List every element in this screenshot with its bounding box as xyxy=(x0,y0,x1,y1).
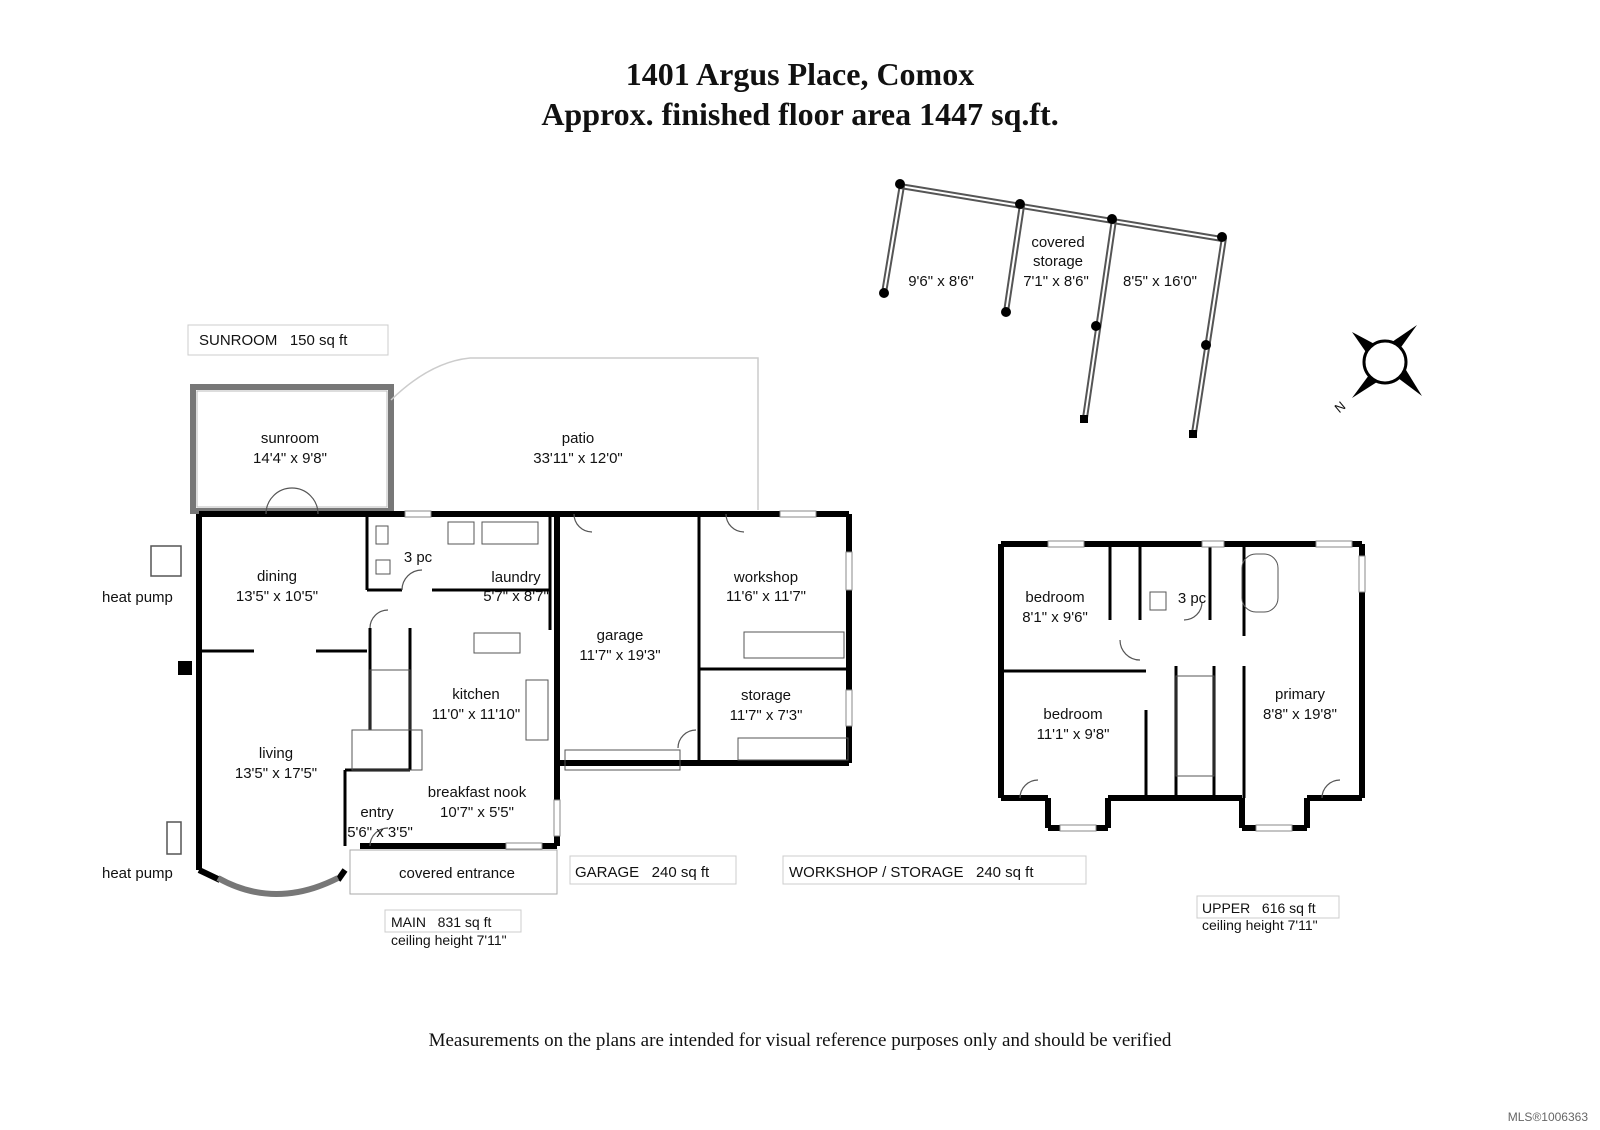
heat-pump-2-icon xyxy=(166,821,182,855)
area-title: Approx. finished floor area 1447 sq.ft. xyxy=(541,96,1059,132)
bedroom-2-dim: 11'1" x 9'8" xyxy=(1037,726,1110,743)
garage-dim: 11'7" x 19'3" xyxy=(579,647,660,664)
kitchen-label: kitchen xyxy=(452,686,500,703)
laundry-dim: 5'7" x 8'7" xyxy=(483,588,549,605)
primary-label: primary xyxy=(1275,686,1326,703)
covered-storage-name-2: storage xyxy=(1033,253,1083,270)
nook-label: breakfast nook xyxy=(428,784,527,801)
covered-entrance-label: covered entrance xyxy=(399,865,515,882)
entry-label: entry xyxy=(360,804,394,821)
covered-storage-name-1: covered xyxy=(1031,234,1084,251)
garage-summary: GARAGE 240 sq ft xyxy=(575,864,710,881)
bedroom-1-label: bedroom xyxy=(1025,589,1084,606)
chimney-icon xyxy=(178,661,192,675)
upper-floor xyxy=(998,540,1366,832)
covered-storage-dim-1: 9'6" x 8'6" xyxy=(908,273,974,290)
main-summary: MAIN 831 sq ft xyxy=(391,914,491,930)
upper-ceiling: ceiling height 7'11" xyxy=(1202,917,1318,933)
nook-dim: 10'7" x 5'5" xyxy=(440,804,514,821)
covered-storage-dim-2: 7'1" x 8'6" xyxy=(1023,273,1089,290)
patio-label: patio xyxy=(562,430,595,447)
kitchen-dim: 11'0" x 11'10" xyxy=(432,706,520,723)
living-label: living xyxy=(259,745,293,762)
main-bath-label: 3 pc xyxy=(404,549,433,566)
sunroom-summary: SUNROOM 150 sq ft xyxy=(199,332,348,349)
storage-dim: 11'7" x 7'3" xyxy=(730,707,803,724)
laundry-label: laundry xyxy=(491,569,541,586)
mls-number: MLS®1006363 xyxy=(1507,1110,1588,1124)
covered-storage-posts xyxy=(879,179,1227,438)
heat-pump-label-2: heat pump xyxy=(102,865,173,882)
storage-label: storage xyxy=(741,687,791,704)
heat-pump-1-icon xyxy=(150,545,182,577)
compass-north-label: N xyxy=(1332,398,1349,416)
covered-storage-dim-3: 8'5" x 16'0" xyxy=(1123,273,1197,290)
compass-icon xyxy=(1352,325,1422,398)
address-title: 1401 Argus Place, Comox xyxy=(625,56,975,92)
bedroom-1-dim: 8'1" x 9'6" xyxy=(1022,609,1088,626)
workshop-summary: WORKSHOP / STORAGE 240 sq ft xyxy=(789,864,1034,881)
covered-storage-structure xyxy=(881,183,1227,434)
living-dim: 13'5" x 17'5" xyxy=(235,765,317,782)
main-floor xyxy=(150,357,853,897)
sunroom-label: sunroom xyxy=(261,430,319,447)
workshop-label: workshop xyxy=(733,569,798,586)
dining-dim: 13'5" x 10'5" xyxy=(236,588,318,605)
upper-bath-label: 3 pc xyxy=(1178,590,1207,607)
disclaimer: Measurements on the plans are intended f… xyxy=(428,1030,1172,1051)
dining-label: dining xyxy=(257,568,297,585)
sunroom-dim: 14'4" x 9'8" xyxy=(253,450,327,467)
bedroom-2-label: bedroom xyxy=(1043,706,1102,723)
patio-dim: 33'11" x 12'0" xyxy=(533,450,623,467)
entry-dim: 5'6" x 3'5" xyxy=(347,824,413,841)
main-ceiling: ceiling height 7'11" xyxy=(391,932,507,948)
heat-pump-label-1: heat pump xyxy=(102,589,173,606)
garage-label: garage xyxy=(597,627,644,644)
primary-dim: 8'8" x 19'8" xyxy=(1263,706,1337,723)
workshop-dim: 11'6" x 11'7" xyxy=(726,588,806,605)
upper-summary: UPPER 616 sq ft xyxy=(1202,900,1316,916)
